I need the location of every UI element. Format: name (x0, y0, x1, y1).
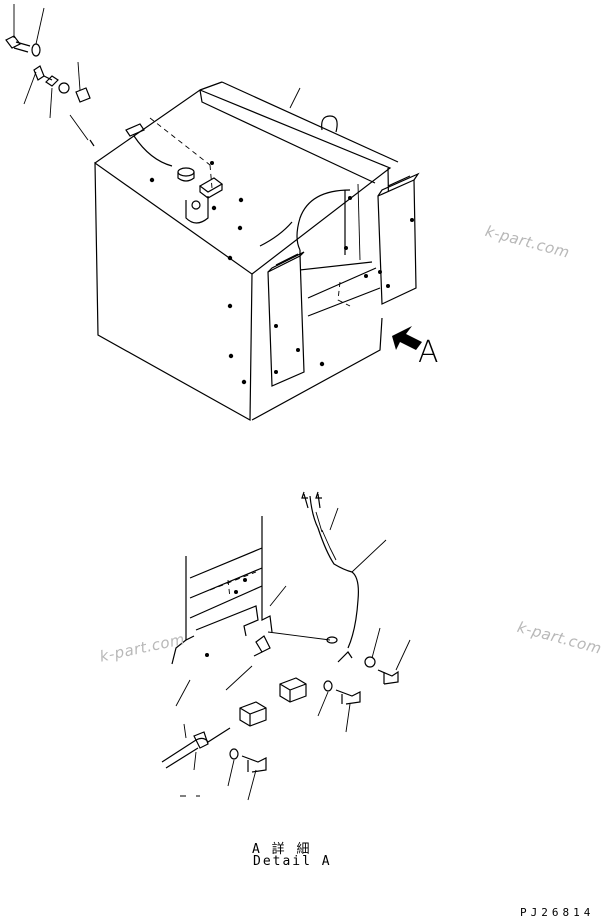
detail-a-assembly (161, 491, 411, 801)
detail-caption-jp: A 詳 細 (252, 842, 312, 857)
tank-assembly (69, 81, 420, 422)
view-label-a: A (418, 335, 439, 370)
exploded-fasteners-top (5, 4, 95, 147)
detail-caption-en: Detail A (253, 854, 332, 869)
view-arrow-a (392, 326, 422, 350)
drawing-code: PJ26814 (520, 906, 595, 919)
